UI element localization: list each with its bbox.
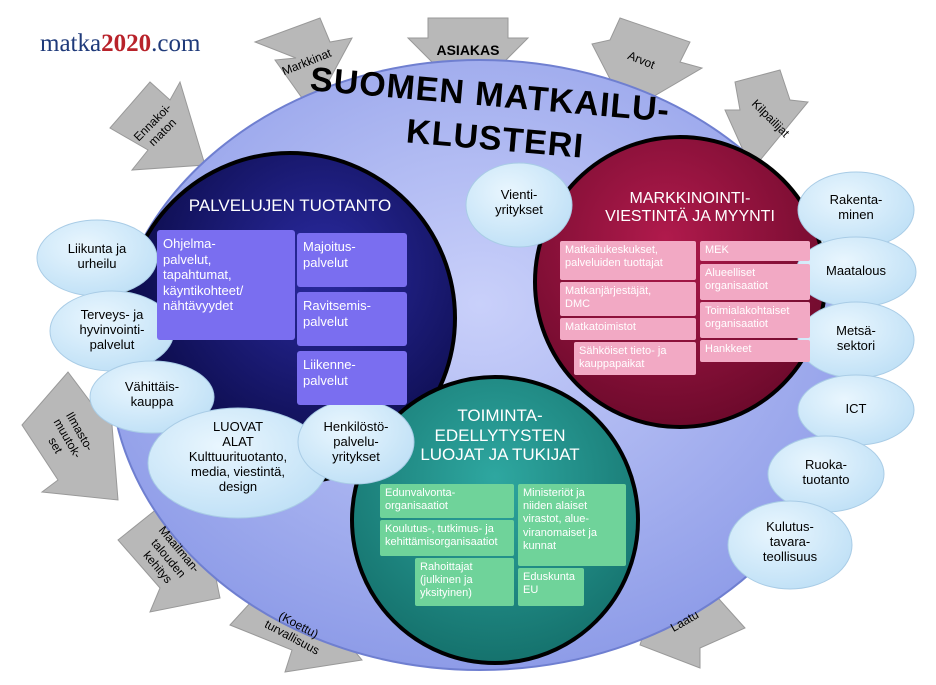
arrow-markkinat (253, 17, 353, 113)
box-edunvalvonta: Edunvalvonta- organisaatiot (380, 484, 514, 518)
marketing-title: MARKKINOINTI- VIESTINTÄ JA MYYNTI (605, 190, 775, 226)
bubble-label-vahittais: Vähittäis- kauppa (124, 379, 180, 409)
enablers-title: TOIMINTA- EDELLYTYSTEN LUOJAT JA TUKIJAT (420, 406, 580, 465)
bubble-label-maatalous: Maatalous (826, 263, 886, 278)
logo-num: 2020 (101, 30, 152, 57)
bubble-vahittais (89, 360, 215, 434)
box-majoituspalvelut: Majoitus- palvelut (297, 233, 407, 287)
bubble-label-rakentaminen: Rakenta- minen (829, 192, 883, 222)
logo-pre: matka (40, 30, 102, 57)
box-sahkoiset: Sähköiset tieto- ja kauppapaikat (574, 342, 696, 375)
box-mek: MEK (700, 241, 810, 261)
logo-post: .com (151, 30, 201, 57)
bubble-label-vienti: Vienti- yritykset (495, 187, 543, 217)
bubble-label-terveys: Terveys- ja hyvinvointi- palvelut (79, 307, 145, 352)
box-ohjelmapalvelut: Ohjelma- palvelut, tapahtumat, käyntikoh… (157, 230, 295, 340)
bubble-kulutus (727, 500, 853, 590)
bubble-label-metsa: Metsä- sektori (836, 323, 876, 353)
box-alueelliset: Alueelliset organisaatiot (700, 264, 810, 300)
bubble-label-luovat: LUOVAT ALAT Kulttuurituotanto, media, vi… (188, 419, 288, 494)
bubble-label-ict: ICT (845, 401, 867, 416)
services-title: PALVELUJEN TUOTANTO (188, 196, 392, 215)
box-matkailukeskukset: Matkailukeskukset, palveluiden tuottajat (560, 241, 696, 280)
box-koulutus: Koulutus-, tutkimus- ja kehittämisorgani… (380, 520, 514, 556)
box-rahoittajat: Rahoittajat (julkinen ja yksityinen) (415, 558, 514, 606)
bubble-label-liikunta: Liikunta ja urheilu (67, 241, 127, 271)
matka2020-logo: matka2020.com (40, 30, 200, 58)
box-matkatoimistot: Matkatoimistot (560, 318, 696, 340)
box-ministeriot: Ministeriöt ja niiden alaiset virastot, … (518, 484, 626, 566)
bubble-shapes (36, 162, 917, 590)
box-eduskunta: Eduskunta EU (518, 568, 584, 606)
arrow-kilpailijat (724, 69, 809, 171)
box-toimialakohtaiset: Toimialakohtaiset organisaatiot (700, 302, 810, 338)
bubble-label-henkilosto: Henkilöstö- palvelu- yritykset (323, 419, 389, 464)
bubble-vienti (465, 162, 573, 248)
bubble-label-ruoka: Ruoka- tuotanto (802, 457, 850, 487)
bubble-label-kulutus: Kulutus- tavara- teollisuus (762, 519, 818, 564)
box-hankkeet: Hankkeet (700, 340, 810, 362)
arrow-ilmasto (21, 371, 119, 501)
box-matkanjarjestajat: Matkanjärjestäjät, DMC (560, 282, 696, 316)
arrow-label-asiakas: ASIAKAS (436, 42, 500, 58)
box-liikennepalvelut: Liikenne- palvelut (297, 351, 407, 405)
arrow-ennakoimaton (109, 80, 206, 171)
box-ravitsemispalvelut: Ravitsemis- palvelut (297, 292, 407, 346)
